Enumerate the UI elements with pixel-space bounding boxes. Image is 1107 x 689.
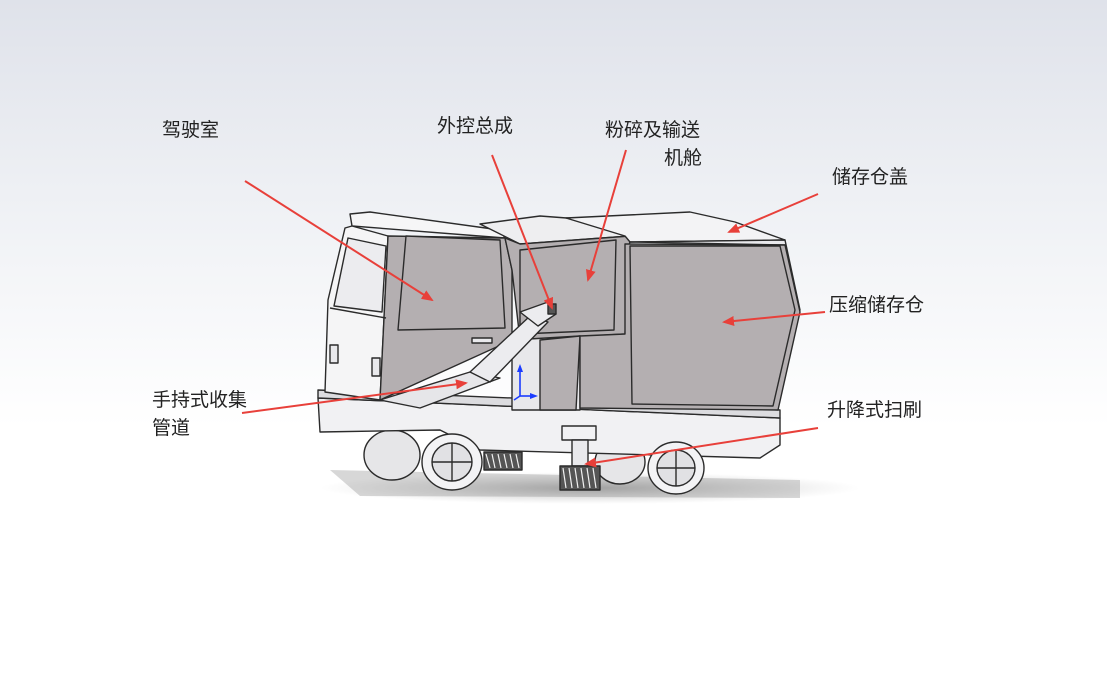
callout-arrows <box>241 149 826 468</box>
sweeper-truck <box>317 211 801 495</box>
coordinate-triad <box>513 364 538 401</box>
cab-headlight-left <box>329 344 339 364</box>
handheld-pipe-upper <box>469 315 549 383</box>
front-wheel <box>421 433 483 491</box>
cab-lower-line <box>329 307 387 319</box>
arrow-crushing-compartment <box>586 149 627 282</box>
cab-door-handle <box>471 337 493 344</box>
arrow-external-control <box>491 154 554 310</box>
lifting-brush-column <box>571 439 589 467</box>
label-cab: 驾驶室 <box>162 119 220 141</box>
arrow-cab <box>244 180 434 302</box>
label-handheld-line2: 管道 <box>152 417 191 439</box>
label-storage-cover: 储存仓盖 <box>832 166 909 188</box>
handheld-pipe-lower <box>379 371 501 409</box>
arrow-compression-storage <box>722 311 826 326</box>
arrow-lifting-brush <box>584 427 819 468</box>
arrow-handheld-pipe <box>241 379 468 414</box>
label-compression-storage: 压缩储存仓 <box>829 294 925 316</box>
label-crushing-line1: 粉碎及输送 <box>605 119 701 141</box>
label-handheld-line1: 手持式收集 <box>152 389 248 411</box>
lifting-brush-bristles <box>562 467 597 489</box>
arrow-storage-cover <box>727 193 819 233</box>
rear-wheel <box>647 441 705 495</box>
label-lifting-brush: 升降式扫刷 <box>827 399 923 421</box>
duct-bay-door <box>539 335 581 411</box>
label-external-control: 外控总成 <box>437 115 514 137</box>
cab-side-upper-panel <box>397 235 506 331</box>
rear-left-wheel-back <box>363 429 421 481</box>
cab-windshield <box>333 237 387 313</box>
compression-storage-front-face <box>629 245 796 407</box>
label-crushing-line2: 机舱 <box>664 147 703 169</box>
cab-headlight-right <box>371 357 381 377</box>
lifting-brush-mount <box>561 425 597 441</box>
side-brush-bristles <box>485 453 520 469</box>
